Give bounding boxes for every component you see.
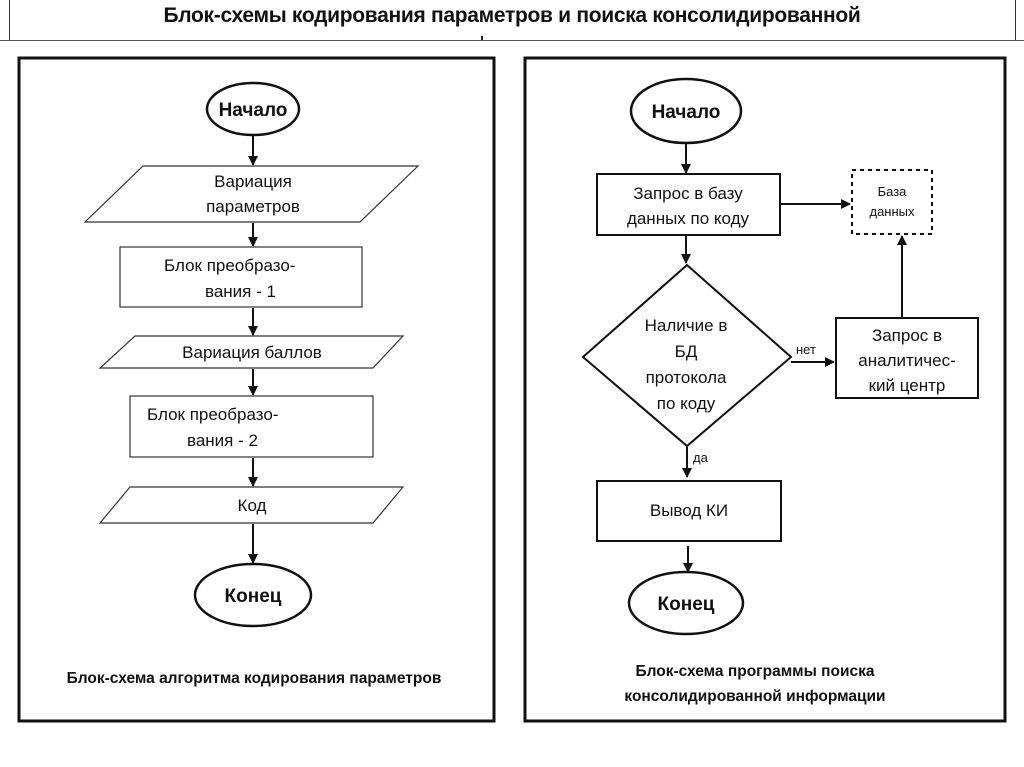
left-start-terminator: Начало bbox=[205, 81, 301, 137]
svg-text:вания - 1: вания - 1 bbox=[205, 282, 276, 301]
svg-text:протокола: протокола bbox=[646, 368, 727, 387]
left-transform-2-process: Блок преобразо- вания - 2 bbox=[129, 395, 374, 458]
left-code-io: Код bbox=[98, 486, 405, 524]
left-flowchart: Начало Вариация параметров Блок преобраз… bbox=[17, 56, 496, 723]
right-flowchart: Начало Запрос в базу данных по коду База… bbox=[523, 56, 1007, 723]
svg-text:Код: Код bbox=[238, 496, 267, 515]
right-decision-diamond: Наличие в БД протокола по коду bbox=[581, 263, 793, 448]
right-caption-line-2: консолидированной информации bbox=[624, 688, 885, 705]
svg-text:Блок преобразо-: Блок преобразо- bbox=[147, 405, 278, 424]
left-param-variation-io: Вариация параметров bbox=[83, 165, 420, 223]
svg-text:БД: БД bbox=[675, 342, 698, 361]
svg-text:Конец: Конец bbox=[658, 594, 715, 615]
right-output-process: Вывод КИ bbox=[596, 480, 782, 542]
right-end-terminator: Конец bbox=[627, 570, 745, 636]
left-score-variation-io: Вариация баллов bbox=[98, 335, 405, 369]
svg-text:Начало: Начало bbox=[652, 102, 721, 123]
svg-text:данных: данных bbox=[869, 204, 915, 219]
svg-text:База: База bbox=[878, 184, 908, 199]
svg-text:Блок преобразо-: Блок преобразо- bbox=[164, 256, 295, 275]
right-analytic-request-process: Запрос в аналитичес- кий центр bbox=[835, 317, 979, 399]
svg-text:Вывод КИ: Вывод КИ bbox=[650, 501, 728, 520]
title-divider bbox=[0, 40, 1024, 41]
svg-text:вания - 2: вания - 2 bbox=[187, 431, 258, 450]
svg-text:Вариация: Вариация bbox=[214, 172, 292, 191]
svg-text:Вариация баллов: Вариация баллов bbox=[182, 343, 322, 362]
right-caption-line-1: Блок-схема программы поиска bbox=[635, 663, 874, 680]
left-caption: Блок-схема алгоритма кодирования парамет… bbox=[67, 670, 442, 687]
left-transform-1-process: Блок преобразо- вания - 1 bbox=[119, 246, 363, 308]
right-db-query-process: Запрос в базу данных по коду bbox=[596, 173, 781, 236]
right-database-storage: База данных bbox=[851, 169, 933, 235]
svg-text:данных по коду: данных по коду bbox=[627, 209, 750, 228]
svg-text:Запрос в: Запрос в bbox=[872, 326, 942, 345]
title-overflow-fragment bbox=[481, 36, 483, 41]
svg-text:аналитичес-: аналитичес- bbox=[858, 351, 955, 370]
svg-text:по коду: по коду bbox=[657, 394, 716, 413]
left-end-terminator: Конец bbox=[193, 562, 313, 628]
svg-text:Конец: Конец bbox=[225, 586, 282, 607]
title-frame bbox=[9, 0, 1016, 40]
svg-text:параметров: параметров bbox=[206, 197, 300, 216]
no-branch-label: нет bbox=[796, 342, 816, 357]
svg-text:Запрос в базу: Запрос в базу bbox=[633, 184, 743, 203]
svg-text:Наличие в: Наличие в bbox=[645, 316, 728, 335]
yes-branch-label: да bbox=[693, 450, 709, 465]
svg-text:Начало: Начало bbox=[219, 100, 288, 121]
svg-text:кий центр: кий центр bbox=[869, 376, 946, 395]
right-start-terminator: Начало bbox=[629, 77, 743, 145]
page-title: Блок-схемы кодирования параметров и поис… bbox=[163, 4, 861, 27]
